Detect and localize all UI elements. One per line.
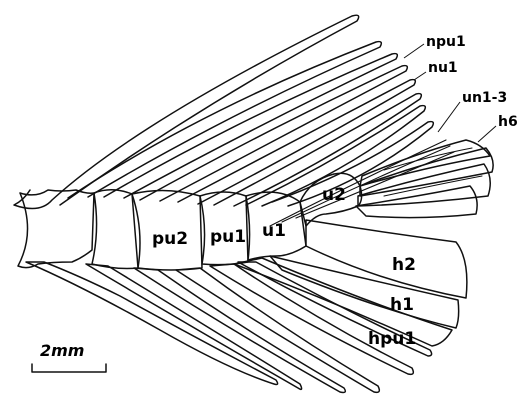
leader-un1-3 bbox=[438, 102, 460, 132]
label-u1: u1 bbox=[262, 221, 286, 241]
scale-bar-label: 2mm bbox=[40, 341, 84, 360]
scale-bar: 2mm bbox=[32, 341, 106, 372]
anterior-vertebra bbox=[18, 190, 94, 268]
uroneurals bbox=[270, 140, 454, 226]
bone-labels: npu1 nu1 un1-3 h6 u2 u1 pu1 pu2 h2 h1 hp… bbox=[152, 34, 518, 349]
label-un1-3: un1-3 bbox=[462, 90, 507, 106]
label-u2: u2 bbox=[322, 185, 346, 205]
label-pu2: pu2 bbox=[152, 229, 188, 249]
leader-npu1 bbox=[404, 44, 424, 58]
label-h1: h1 bbox=[390, 295, 414, 315]
haemal-spines bbox=[26, 262, 432, 393]
scale-bar-line bbox=[32, 364, 106, 372]
haemal-spine-2 bbox=[86, 264, 302, 389]
leader-nu1 bbox=[414, 72, 426, 80]
label-nu1: nu1 bbox=[428, 60, 458, 76]
leader-h6 bbox=[478, 126, 496, 142]
haemal-spine-3 bbox=[134, 268, 345, 393]
neural-spine-5 bbox=[178, 80, 415, 204]
haemal-spine-front bbox=[26, 262, 278, 385]
hypural-hpu1 bbox=[234, 258, 452, 346]
haemal-spine-5 bbox=[210, 264, 413, 374]
label-h6: h6 bbox=[498, 114, 518, 130]
haemal-spine-4 bbox=[176, 268, 379, 392]
vertebral-column bbox=[18, 173, 362, 270]
label-pu1: pu1 bbox=[210, 227, 246, 247]
label-h2: h2 bbox=[392, 255, 416, 275]
label-npu1: npu1 bbox=[426, 34, 466, 50]
neural-spines bbox=[14, 15, 433, 208]
hypural-5 bbox=[360, 148, 493, 196]
vertebra-2 bbox=[92, 190, 138, 269]
label-hpu1: hpu1 bbox=[368, 329, 416, 349]
